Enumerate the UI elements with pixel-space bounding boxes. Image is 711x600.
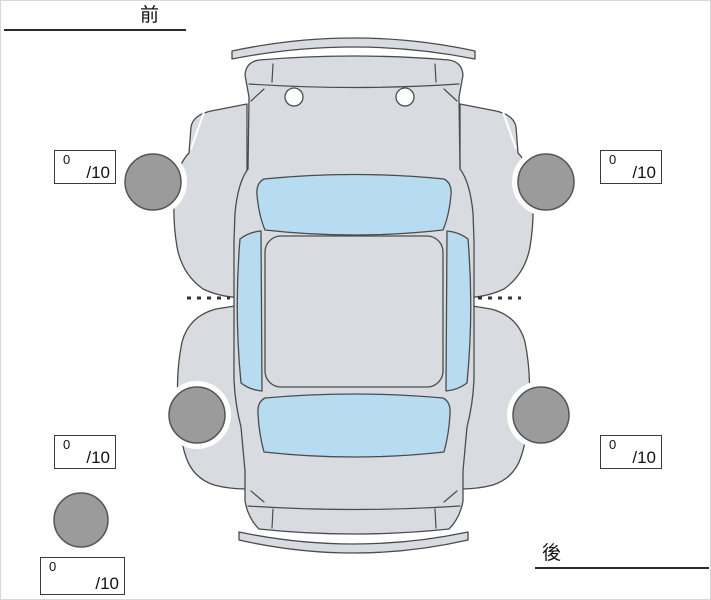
score-box-front-right: 0 /10 <box>600 150 662 184</box>
score-value: 0 <box>49 559 57 574</box>
windshield-glass <box>256 173 452 236</box>
score-max: /10 <box>632 163 656 182</box>
score-value: 0 <box>63 437 71 452</box>
rear-label: 後 <box>542 543 562 564</box>
rear-spoiler-shape <box>238 531 469 554</box>
side-glass-left <box>236 230 263 392</box>
mirror-seam-right <box>502 111 517 150</box>
tire-front-right <box>517 153 575 211</box>
hood-circle-right <box>395 87 415 107</box>
score-max: /10 <box>86 163 110 182</box>
front-bumper-notch-right <box>434 63 437 83</box>
score-max: /10 <box>86 448 110 467</box>
tire-front-left <box>124 153 182 211</box>
score-value: 0 <box>609 437 617 452</box>
front-bumper-notch-left <box>271 63 274 83</box>
rear-window-glass <box>257 393 451 458</box>
hood-circle-left <box>284 87 304 107</box>
score-value: 0 <box>609 152 617 167</box>
side-glass-right <box>445 230 472 392</box>
tire-rear-left <box>168 386 226 444</box>
score-box-front-left: 0 /10 <box>54 150 116 184</box>
trunk-corner-line-right <box>443 490 458 503</box>
hood-corner-line-left <box>250 88 265 102</box>
score-max: /10 <box>632 448 656 467</box>
score-box-rear-left: 0 /10 <box>54 435 116 469</box>
rear-bumper-line <box>247 505 461 511</box>
roof-panel <box>264 235 444 388</box>
panel-front-left <box>173 103 248 299</box>
rear-label-underline <box>535 567 709 569</box>
front-label-underline <box>4 29 186 31</box>
mirror-seam-left <box>190 111 205 150</box>
score-box-spare: 0 /10 <box>40 557 125 595</box>
rear-bumper-notch-right <box>434 508 437 529</box>
tire-rear-right <box>512 386 570 444</box>
score-max: /10 <box>95 574 119 593</box>
tire-spare <box>53 492 109 548</box>
trunk-corner-line-left <box>250 490 265 503</box>
score-box-rear-right: 0 /10 <box>600 435 662 469</box>
front-label: 前 <box>140 5 160 26</box>
front-spoiler-shape <box>231 37 476 60</box>
hood-corner-line-right <box>443 88 458 102</box>
rear-bumper-notch-left <box>271 508 274 529</box>
front-bumper-line <box>248 83 460 89</box>
score-value: 0 <box>63 152 71 167</box>
